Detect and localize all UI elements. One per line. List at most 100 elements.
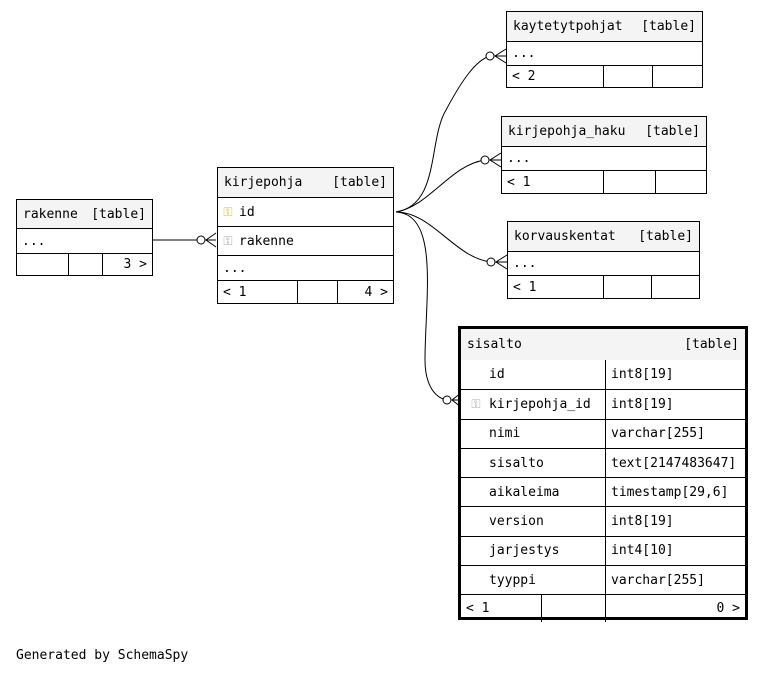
column-row: ⚿ kirjepohja_id int8[19] [461,389,745,419]
edge-kirjepohja-kirjepohja_haku [395,159,486,213]
footer-parents[interactable]: < 1 [513,279,537,295]
ellipsis: ... [507,151,531,166]
ellipsis-row: ... [502,146,706,170]
column-name: kirjepohja_id [489,396,591,412]
edge-optional-marker [442,395,452,405]
column-row: tyyppi varchar[255] [461,565,745,595]
edge-kirjepohja-sisalto [395,211,448,401]
ellipsis-row: ... [17,228,152,253]
footer-children [655,171,706,193]
table-footer: < 1 4 > [218,280,393,303]
table-name: kirjepohja_haku [508,124,626,139]
column-name-cell: aikaleima [461,478,605,506]
footer-children[interactable]: 0 > [605,595,745,623]
column-type: int4[10] [605,536,745,566]
table-kirjepohja-haku[interactable]: kirjepohja_haku [table] ... < 1 [501,116,707,194]
edge-crowfoot [489,152,502,168]
footer-parents [17,254,68,275]
table-header: kirjepohja_haku [table] [502,117,706,146]
table-footer: < 1 [502,170,706,193]
footer-children [651,276,699,298]
table-tag: [table] [332,175,387,190]
column-name: sisalto [489,455,544,471]
column-name-cell: nimi [461,420,605,448]
footer-children[interactable]: 3 > [102,254,152,275]
column-row: ⚿ id [218,197,393,226]
column-name-cell: id [461,360,605,389]
edge-optional-marker [196,235,206,245]
table-korvauskentat[interactable]: korvauskentat [table] ... < 1 [507,221,700,299]
column-row: sisalto text[2147483647] [461,447,745,478]
column-type: text[2147483647] [605,448,745,478]
column-name: nimi [489,426,521,442]
column-name: rakenne [239,233,294,249]
ellipsis-row: ... [507,41,702,65]
table-footer: < 1 [508,275,699,298]
footer-parents[interactable]: < 2 [512,69,536,84]
column-type: int8[19] [605,390,745,419]
table-rakenne[interactable]: rakenne [table] ... 3 > [16,199,153,276]
column-name-cell: jarjestys [461,537,605,565]
edge-crowfoot [494,48,507,64]
column-name-cell: version [461,507,605,535]
table-name: rakenne [23,206,78,222]
footer-middle [68,254,102,275]
table-header: kaytetytpohjat [table] [507,12,702,41]
ellipsis: ... [22,233,46,249]
column-name: version [489,514,544,530]
table-tag: [table] [684,337,739,352]
footer-children[interactable]: 4 > [337,281,393,303]
table-name: kaytetytpohjat [513,19,623,34]
table-kirjepohja[interactable]: kirjepohja [table] ⚿ id ⚿ rakenne ... < … [217,167,394,304]
ellipsis-row: ... [508,251,699,275]
edge-optional-marker [486,257,496,267]
table-name: kirjepohja [224,175,303,190]
column-row: nimi varchar[255] [461,418,745,448]
column-name: tyyppi [489,572,536,588]
edge-kirjepohja-kaytetytpohjat [395,55,491,213]
generated-by-note: Generated by SchemaSpy [16,648,189,663]
table-tag: [table] [91,206,146,222]
edge-kirjepohja-korvauskentat [395,211,492,263]
ellipsis: ... [513,256,537,271]
table-tag: [table] [645,124,700,139]
foreign-key-icon: ⚿ [471,396,481,411]
table-footer: < 2 [507,65,702,87]
ellipsis-row: ... [218,255,393,280]
column-name: jarjestys [489,543,560,559]
column-name: aikaleima [489,484,560,500]
table-header: korvauskentat [table] [508,222,699,251]
table-name: sisalto [467,337,522,352]
table-tag: [table] [641,19,696,34]
column-type: int8[19] [605,507,745,536]
footer-parents[interactable]: < 1 [466,601,490,617]
foreign-key-icon: ⚿ [223,233,233,248]
column-name-cell: ⚿ kirjepohja_id [461,390,605,418]
table-name: korvauskentat [514,229,616,244]
column-name-cell: tyyppi [461,566,605,594]
column-type: varchar[255] [605,419,745,448]
table-footer: 3 > [17,253,152,275]
footer-middle [603,66,652,87]
footer-parents[interactable]: < 1 [223,284,247,300]
edge-crowfoot [495,254,508,270]
table-kaytetytpohjat[interactable]: kaytetytpohjat [table] ... < 2 [506,11,703,88]
column-row: jarjestys int4[10] [461,535,745,566]
ellipsis: ... [512,46,536,61]
footer-middle [603,171,655,193]
footer-parents[interactable]: < 1 [507,174,531,190]
table-footer: < 1 0 > [461,594,745,623]
footer-middle [541,595,605,623]
column-row: version int8[19] [461,506,745,536]
table-tag: [table] [638,229,693,244]
column-type: varchar[255] [605,566,745,595]
table-header: rakenne [table] [17,200,152,228]
column-name: id [489,367,505,383]
table-header: kirjepohja [table] [218,168,393,197]
primary-key-icon: ⚿ [223,204,233,219]
